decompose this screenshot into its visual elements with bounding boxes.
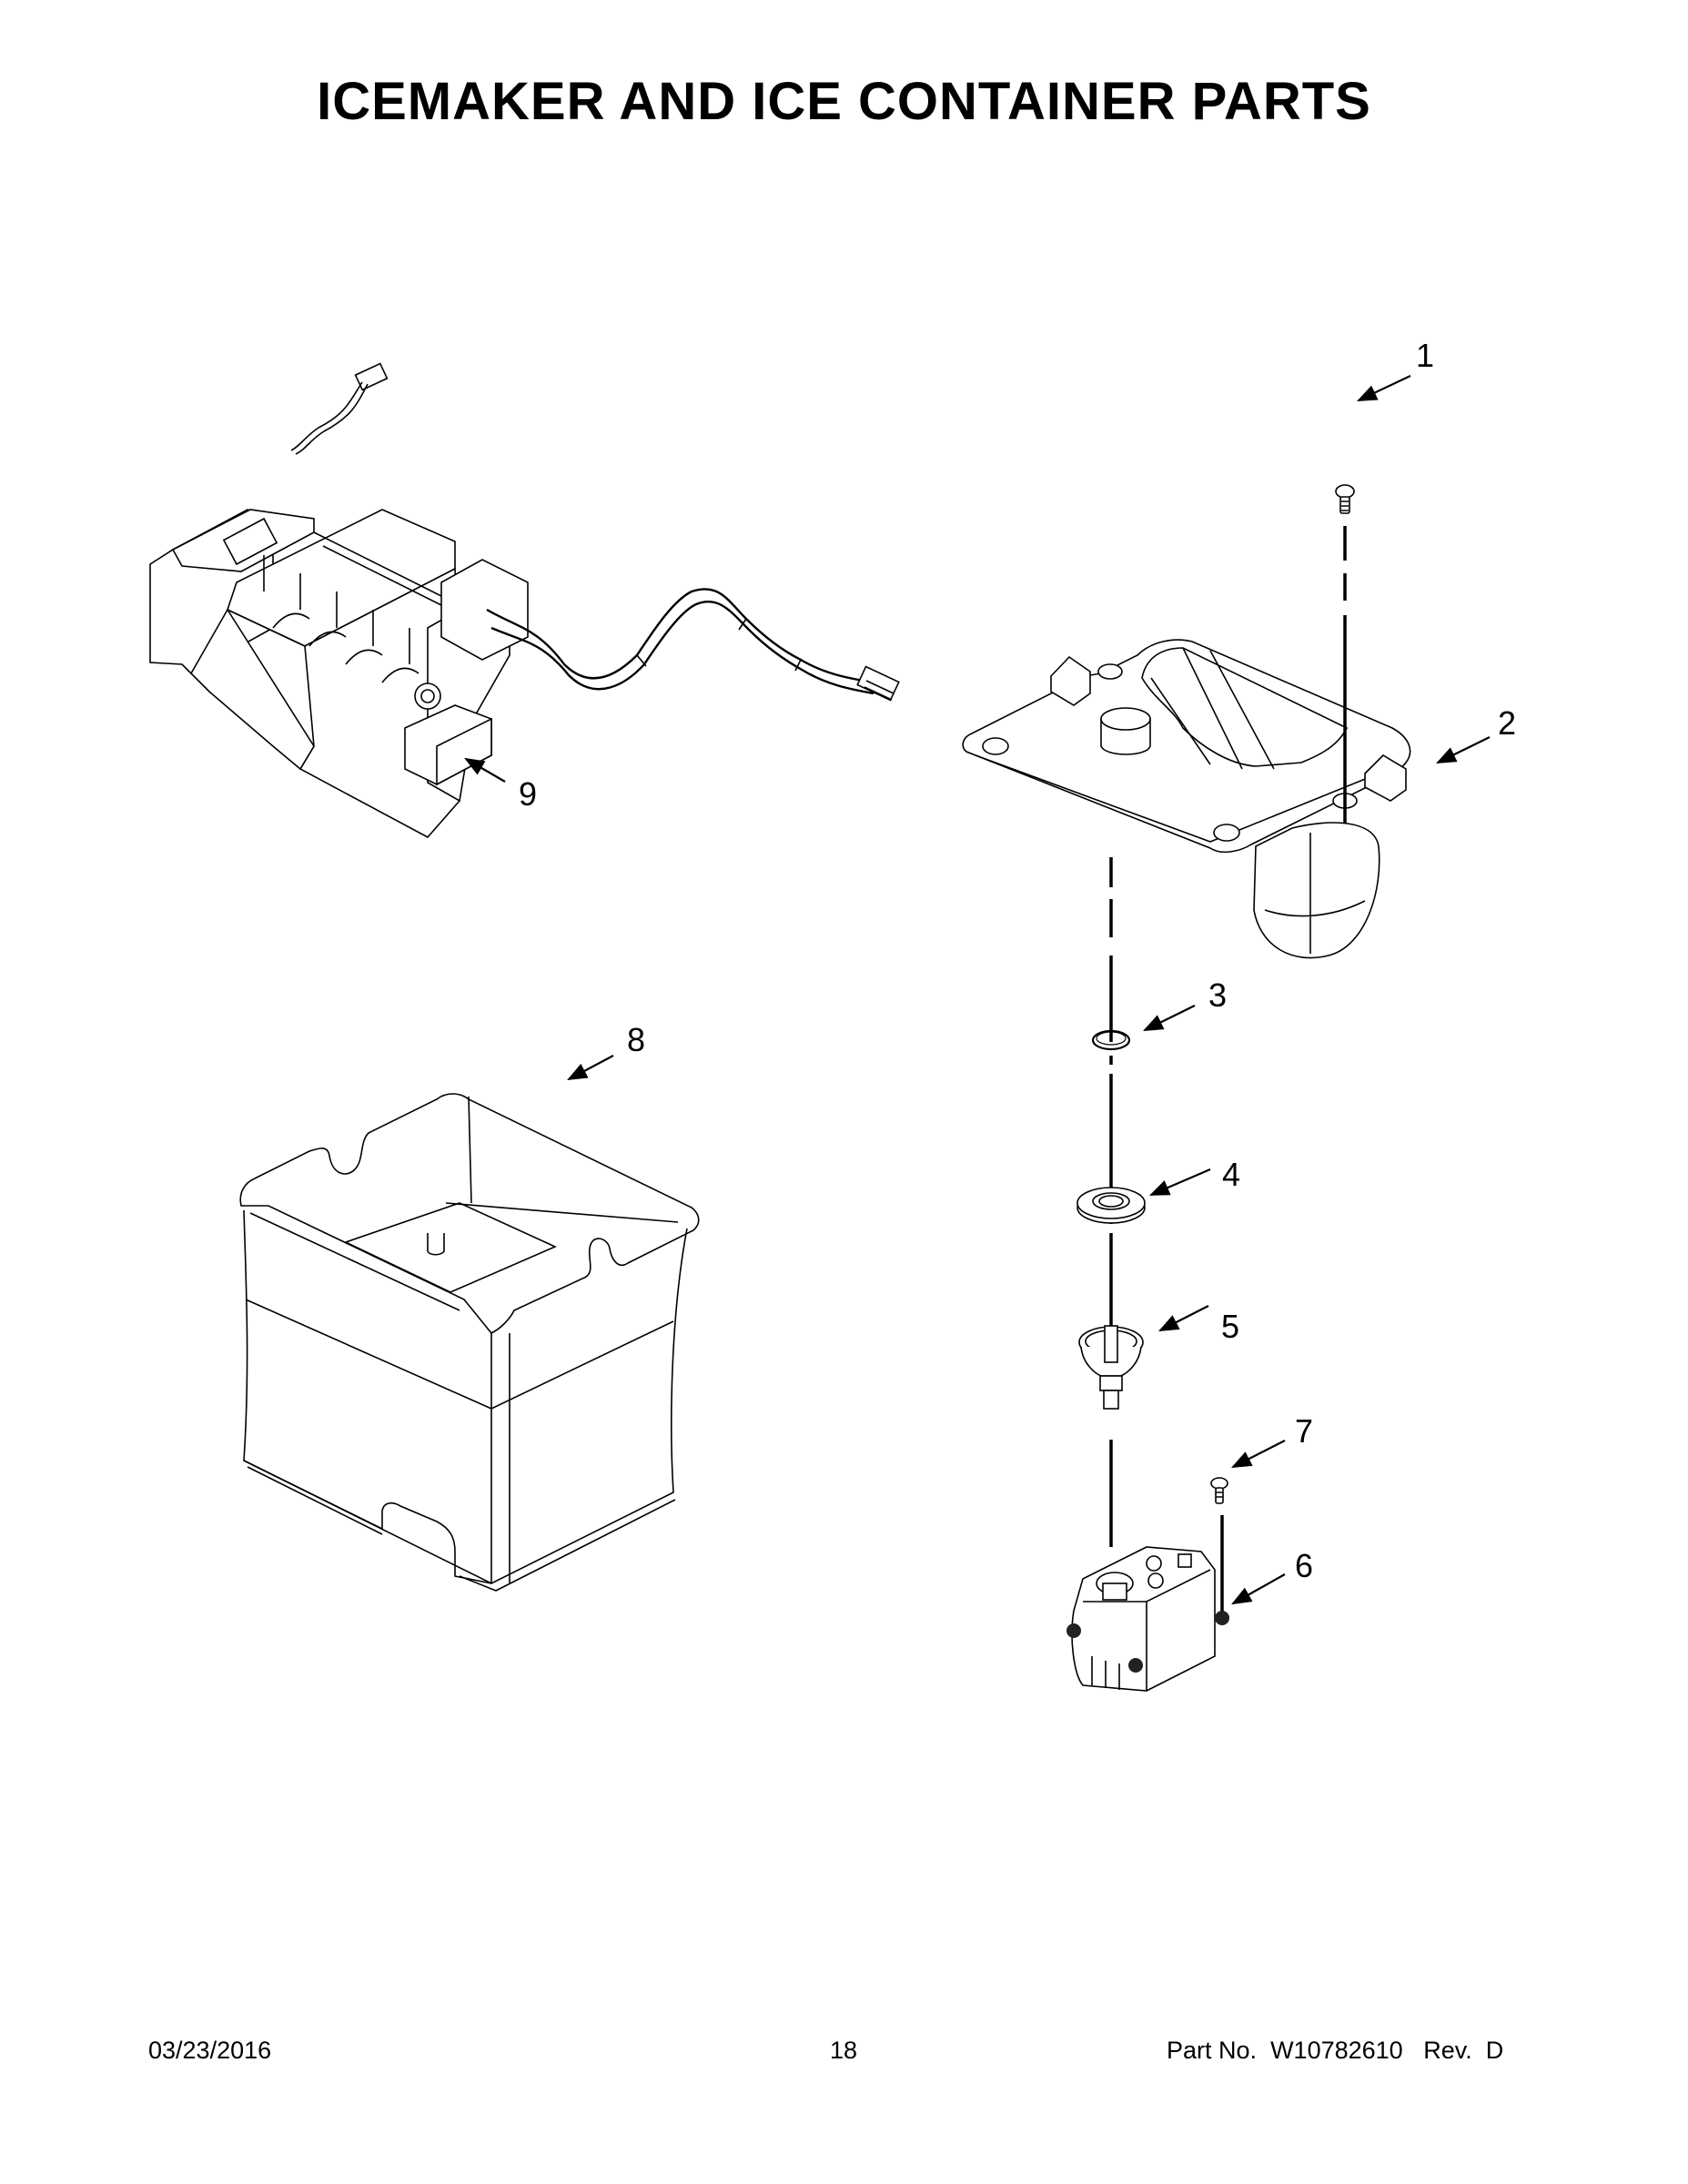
- icemaker-assembly: [149, 362, 900, 839]
- revision-label: Rev.: [1423, 2037, 1472, 2064]
- footer-date: 03/23/2016: [148, 2037, 272, 2064]
- ice-container-part-8: [239, 1093, 700, 1592]
- callout-1: 1: [1416, 337, 1435, 374]
- ring-part-3: [1091, 1029, 1131, 1051]
- callout-5: 5: [1221, 1308, 1240, 1345]
- callout-8: 8: [627, 1021, 646, 1058]
- footer-page-number: 18: [830, 2037, 858, 2064]
- coupler-part-5: [1078, 1325, 1144, 1410]
- callout-4: 4: [1222, 1156, 1241, 1193]
- callout-3: 3: [1208, 976, 1228, 1014]
- callout-2: 2: [1498, 704, 1517, 742]
- callout-9: 9: [519, 775, 538, 813]
- auger-motor-part-6: [1066, 1546, 1229, 1692]
- page-title: ICEMAKER AND ICE CONTAINER PARTS: [317, 72, 1371, 131]
- ice-chute-plate: [962, 639, 1411, 959]
- part-number: W10782610: [1270, 2037, 1403, 2064]
- bearing-part-4: [1076, 1187, 1146, 1224]
- revision: D: [1485, 2037, 1504, 2064]
- callout-leaders: [464, 375, 1491, 1605]
- part-label: Part No.: [1167, 2037, 1258, 2064]
- screw-part-1: [1335, 484, 1355, 514]
- callout-7: 7: [1295, 1412, 1314, 1450]
- callout-6: 6: [1295, 1547, 1314, 1584]
- screw-part-7: [1210, 1477, 1228, 1504]
- footer-part-info: Part No. W10782610 Rev. D: [1167, 2037, 1503, 2065]
